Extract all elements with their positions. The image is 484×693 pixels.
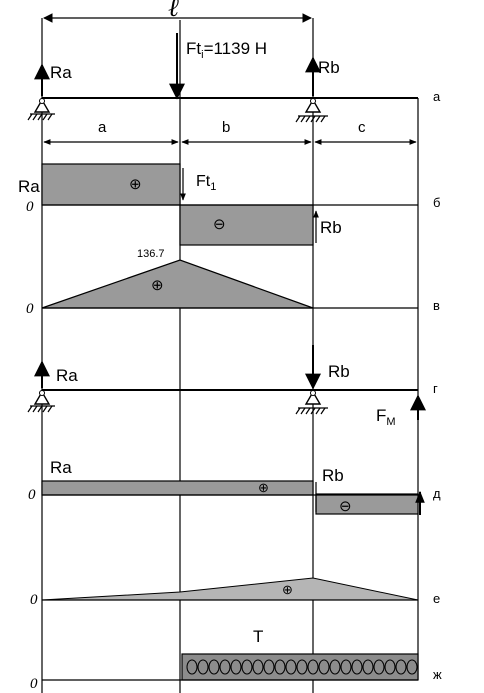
row-b-shear: Ft1 Rb Ra 0 ⊕ ⊖ б (18, 163, 440, 246)
rb-g-label: Rb (328, 362, 350, 381)
ft-value: =1139 H (204, 39, 267, 58)
roller-support-icon (295, 98, 328, 123)
zero-zh: 0 (30, 676, 38, 692)
coil-loop (395, 659, 407, 675)
row-e-moment: ⊕ 0 е (30, 577, 440, 608)
coil-loop (307, 659, 319, 675)
rb-label: Rb (318, 58, 340, 77)
row-letter-a: а (433, 89, 441, 104)
span-dimension: ℓ (43, 0, 312, 23)
coil-loop (373, 659, 385, 675)
coil-loop (219, 659, 231, 675)
ra-shear-label: Ra (18, 177, 40, 196)
coil-loop (406, 659, 418, 675)
coil-loop (208, 659, 220, 675)
plus-b: ⊕ (129, 176, 142, 193)
row-letter-d: д (433, 486, 441, 501)
row-zh-torque: T 0 ж (30, 627, 442, 692)
spring-coil-icon (186, 659, 418, 675)
ra-g-label: Ra (56, 366, 78, 385)
rb-shear-label: Rb (320, 218, 342, 237)
row-g-beam: Ra Rb FM г (27, 345, 438, 428)
coil-loop (241, 659, 253, 675)
coil-loop (252, 659, 264, 675)
coil-loop (318, 659, 330, 675)
coil-loop (362, 659, 374, 675)
coil-loop (186, 659, 198, 675)
row-letter-v: в (433, 298, 440, 313)
coil-loop (274, 659, 286, 675)
ft-load: Fti=1139 H (169, 33, 267, 100)
row-letter-e: е (433, 591, 440, 606)
svg-text:Ft1: Ft1 (196, 173, 216, 193)
zero-d: 0 (28, 487, 36, 503)
zero-b: 0 (26, 199, 34, 215)
zero-v: 0 (26, 301, 34, 317)
coil-loop (329, 659, 341, 675)
plus-d: ⊕ (258, 480, 269, 495)
pin-support-icon (27, 98, 55, 121)
torque-label: T (253, 627, 263, 646)
row-a-beam: Ra Rb а (27, 56, 441, 123)
minus-d: ⊖ (339, 498, 352, 515)
coil-loop (296, 659, 308, 675)
ra-d-label: Ra (50, 458, 72, 477)
ft-label: Ft (186, 39, 201, 58)
dim-c: c (358, 119, 366, 136)
minus-b: ⊖ (213, 216, 226, 233)
coil-loop (263, 659, 275, 675)
row-letter-zh: ж (433, 667, 442, 682)
ft1-sub: 1 (210, 181, 216, 193)
row-v-moment: 136.7 ⊕ 0 в (26, 248, 440, 317)
dim-b: b (222, 119, 230, 136)
segment-dimensions: a b c (43, 119, 417, 145)
svg-text:Fti=1139 H: Fti=1139 H (186, 39, 267, 61)
coil-loop (384, 659, 396, 675)
ft1-label: Ft (196, 173, 211, 190)
plus-v: ⊕ (151, 277, 164, 294)
svg-text:FM: FM (376, 406, 396, 428)
zero-e: 0 (30, 592, 38, 608)
coil-loop (340, 659, 352, 675)
row-d-shear: Ra Rb 0 ⊕ ⊖ д (28, 458, 441, 515)
coil-loop (351, 659, 363, 675)
pin-support-icon (27, 390, 55, 413)
coil-loop (197, 659, 209, 675)
plus-e: ⊕ (282, 582, 293, 597)
roller-support-icon (295, 390, 328, 415)
moment-max: 136.7 (137, 248, 165, 260)
row-letter-g: г (433, 381, 438, 396)
span-label: ℓ (168, 0, 179, 22)
dim-a: a (98, 119, 107, 136)
fm-label: F (376, 406, 386, 425)
ra-label: Ra (50, 63, 72, 82)
coil-loop (285, 659, 297, 675)
row-letter-b: б (433, 195, 440, 210)
ft-sub: i (201, 49, 203, 61)
rb-d-label: Rb (322, 466, 344, 485)
coil-loop (230, 659, 242, 675)
fm-sub: M (386, 416, 395, 428)
